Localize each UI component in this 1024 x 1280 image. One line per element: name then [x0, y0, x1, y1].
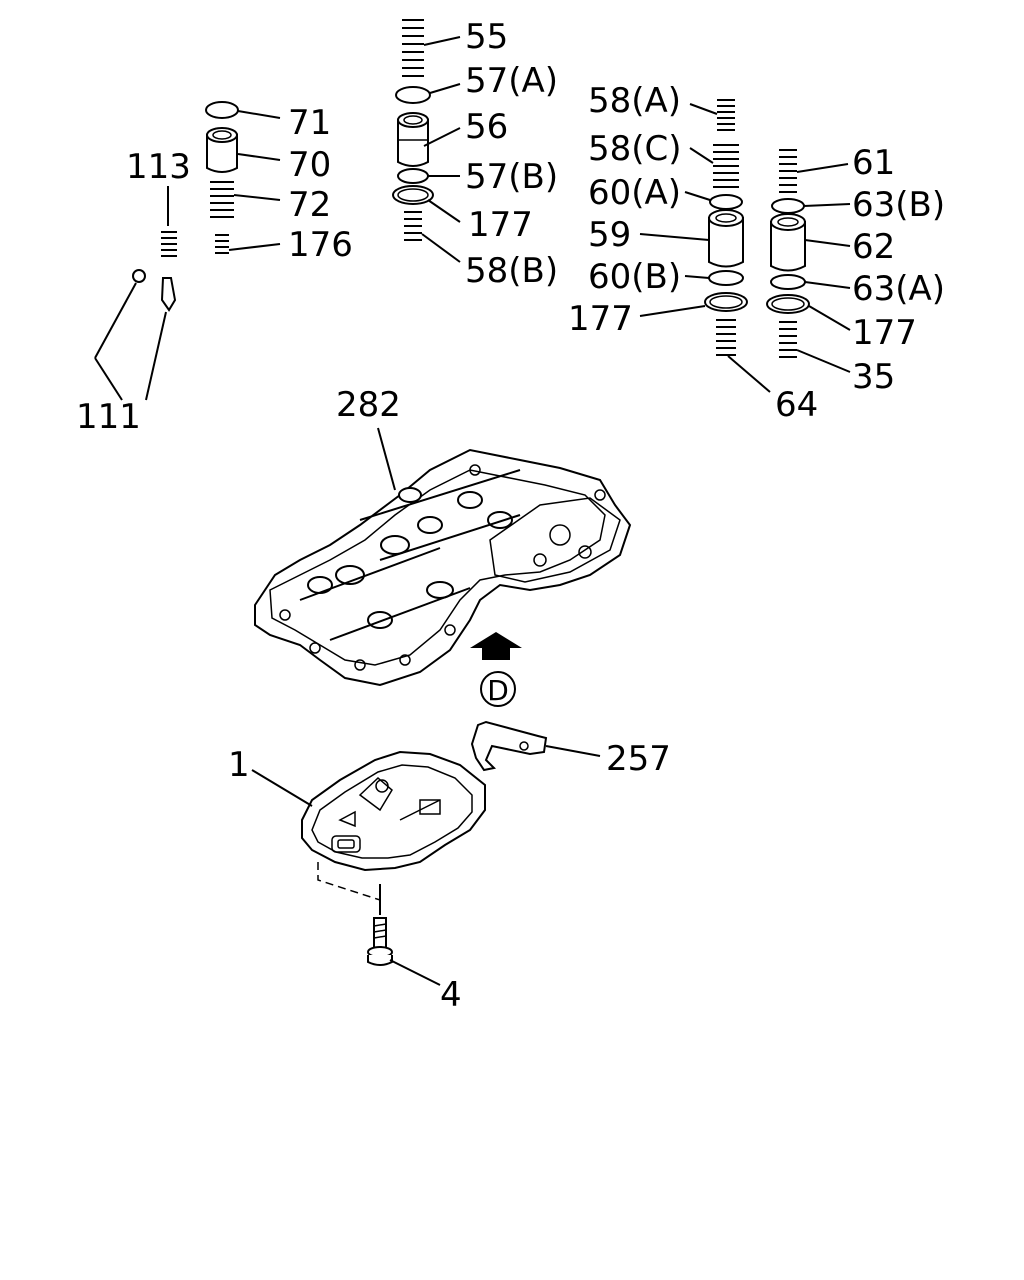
callout-72: 72: [288, 185, 331, 225]
part-58b-spring: [404, 211, 422, 241]
callout-62: 62: [852, 227, 895, 267]
callout-177-right-b: 177: [852, 313, 917, 353]
part-57a-washer: [395, 86, 431, 104]
part-58c-spring: [713, 144, 739, 188]
view-marker-label: D: [487, 674, 509, 707]
callout-282: 282: [336, 385, 401, 425]
part-176-spring: [215, 234, 229, 254]
part-72-spring: [210, 181, 234, 218]
part-56-valve: [397, 112, 429, 167]
callout-257: 257: [606, 739, 671, 779]
part-60b-seal: [708, 270, 744, 286]
callout-59: 59: [588, 215, 631, 255]
callout-57b: 57(B): [465, 157, 558, 197]
callout-70: 70: [288, 145, 331, 185]
callout-58c: 58(C): [588, 129, 682, 169]
callout-60b: 60(B): [588, 257, 681, 297]
part-177-ring-right-b: [766, 294, 810, 314]
part-4-bolt: [367, 917, 393, 966]
callout-55: 55: [465, 17, 508, 57]
part-61-spring: [779, 149, 797, 193]
part-257-bracket: [470, 720, 548, 772]
callout-64: 64: [775, 385, 818, 425]
part-63a-seal: [770, 274, 806, 290]
part-60a-seal: [709, 194, 743, 210]
callout-57a: 57(A): [465, 61, 558, 101]
part-1-strainer: [301, 750, 486, 872]
callout-63b: 63(B): [852, 185, 945, 225]
part-35-spring: [779, 321, 797, 358]
callout-56: 56: [465, 107, 508, 147]
part-282-valve-body: [254, 448, 632, 687]
part-58a-spring: [717, 99, 735, 131]
callout-63a: 63(A): [852, 269, 945, 309]
part-55-spring: [402, 19, 424, 77]
callout-60a: 60(A): [588, 173, 681, 213]
part-59-valve: [708, 209, 744, 268]
callout-58a: 58(A): [588, 81, 681, 121]
part-111-check-ball: [132, 269, 177, 312]
callout-71: 71: [288, 103, 331, 143]
callout-177-center: 177: [468, 205, 533, 245]
callout-4: 4: [440, 975, 462, 1015]
callout-176: 176: [288, 225, 353, 265]
callout-177-right-a: 177: [568, 299, 633, 339]
part-177-ring-right-a: [704, 292, 748, 312]
part-113-spring: [161, 231, 177, 257]
callout-113: 113: [126, 147, 191, 187]
callout-61: 61: [852, 143, 895, 183]
callout-58b: 58(B): [465, 251, 558, 291]
part-70-plug: [206, 127, 238, 173]
part-57b-washer: [397, 168, 429, 184]
part-64-spring: [716, 319, 736, 356]
part-71-seal: [205, 101, 239, 119]
part-177-ring-center: [392, 185, 434, 205]
callout-35: 35: [852, 357, 895, 397]
part-63b-seal: [771, 198, 805, 214]
view-arrow-d-icon: [470, 632, 522, 707]
callout-111: 111: [76, 397, 141, 437]
part-62-valve: [770, 213, 806, 272]
callout-1: 1: [228, 745, 250, 785]
